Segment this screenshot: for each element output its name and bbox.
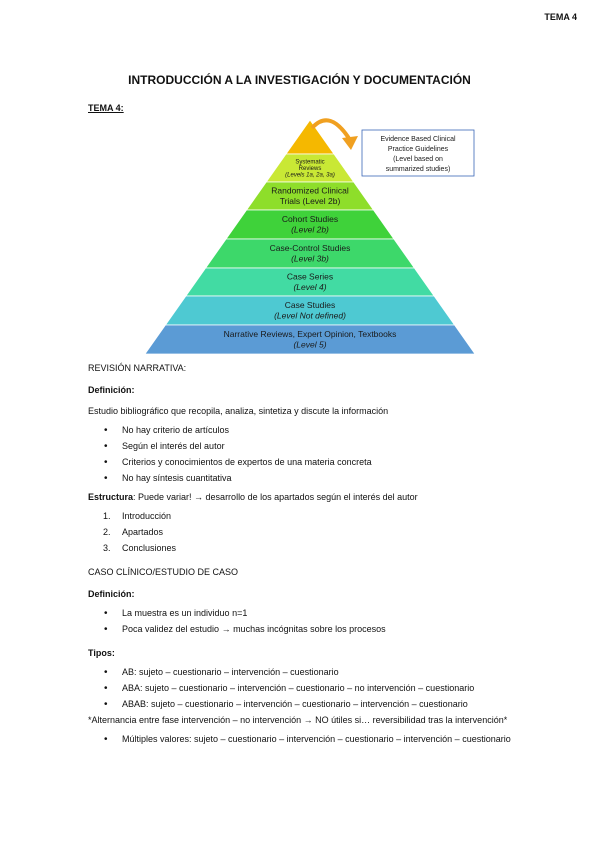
list-item: No hay criterio de artículos [88, 424, 578, 437]
arrow-head-icon [342, 136, 358, 150]
list-item: ABA: sujeto – cuestionario – intervenció… [88, 682, 578, 695]
list-number: 3. [103, 543, 111, 553]
list-text: Apartados [122, 527, 164, 537]
definition-text: Estudio bibliográfico que recopila, anal… [88, 406, 389, 416]
list-item: Según el interés del autor [88, 440, 578, 453]
tipos-label: Tipos: [88, 648, 115, 658]
pyramid-level-label: Narrative Reviews, Expert Opinion, Textb… [224, 329, 397, 339]
pyramid-level-label: Cohort Studies [282, 214, 338, 224]
pyramid-level-label: Reviews [299, 166, 322, 172]
definition-label: Definición: [88, 385, 135, 395]
document-title: INTRODUCCIÓN A LA INVESTIGACIÓN Y DOCUME… [128, 73, 471, 87]
list-item: No hay síntesis cuantitativa [88, 472, 578, 485]
pyramid-level-label: (Level Not defined) [274, 311, 346, 321]
list-item: Poca validez del estudio → muchas incógn… [88, 623, 578, 636]
list-number: 1. [103, 511, 111, 521]
list-item: AB: sujeto – cuestionario – intervención… [88, 666, 578, 679]
alternancia-note: *Alternancia entre fase intervención – n… [88, 715, 508, 725]
pyramid-level-label: Case Series [287, 272, 333, 282]
list-item: ABAB: sujeto – cuestionario – intervenci… [88, 698, 578, 711]
structure-line: Estructura: Puede variar! → desarrollo d… [88, 491, 578, 504]
curved-arrow-icon [310, 118, 352, 142]
list-text: Conclusiones [122, 543, 177, 553]
list-item: Criterios y conocimientos de expertos de… [88, 456, 578, 469]
pyramid-level-label: Trials (Level 2b) [280, 196, 341, 206]
callout-box [361, 129, 475, 177]
pyramid-level-label: (Level 5) [293, 340, 326, 350]
numbered-list-structure: 1. Introducción 2. Apartados 3. Conclusione… [88, 510, 578, 555]
pyramid-apex [285, 119, 335, 155]
pyramid-level-label: (Level 2b) [291, 225, 329, 235]
list-number: 2. [103, 527, 111, 537]
structure-text: : Puede variar! → desarrollo de los apar… [133, 492, 418, 502]
list-item: 3. Conclusiones [88, 542, 578, 555]
list-item: 1. Introducción [88, 510, 578, 523]
callout-text-line: Evidence Based Clinical [380, 136, 456, 143]
list-item: 2. Apartados [88, 526, 578, 539]
bullet-list-tipos: AB: sujeto – cuestionario – intervención… [88, 666, 578, 711]
bullet-list-revision: No hay criterio de artículos Según el in… [88, 424, 578, 485]
callout-text-line: Practice Guidelines [388, 146, 449, 153]
list-item: Múltiples valores: sujeto – cuestionario… [88, 733, 578, 746]
bullet-list-multiple: Múltiples valores: sujeto – cuestionario… [88, 733, 578, 746]
list-item: La muestra es un individuo n=1 [88, 607, 578, 620]
bullet-list-caso: La muestra es un individuo n=1 Poca vali… [88, 607, 578, 636]
definition-label: Definición: [88, 589, 135, 599]
section-heading-revision-narrativa: REVISIÓN NARRATIVA: [88, 363, 187, 373]
callout-text-line: (Level based on [393, 156, 443, 163]
list-text: Introducción [122, 511, 172, 521]
pyramid-level-label: Randomized Clinical [271, 186, 349, 196]
header-tema-label: TEMA 4 [544, 12, 577, 22]
pyramid-level-label: (Level 4) [293, 282, 326, 292]
callout-text-line: summarized studies) [386, 166, 451, 173]
pyramid-level-label: Case-Control Studies [270, 243, 351, 253]
pyramid-level-label: Systematic [295, 160, 324, 166]
section-heading-caso-clinico: CASO CLÍNICO/ESTUDIO DE CASO [88, 567, 239, 577]
structure-label: Estructura [88, 492, 134, 502]
pyramid-level-label: (Level 3b) [291, 254, 329, 264]
pyramid-level-7 [144, 324, 476, 355]
section-subheading: TEMA 4: [88, 103, 124, 113]
document-body: REVISIÓN NARRATIVA: Definición: Estudio … [88, 362, 578, 749]
pyramid-level-label: (Levels 1a, 2a, 3a) [285, 173, 335, 179]
pyramid-level-label: Case Studies [285, 300, 336, 310]
